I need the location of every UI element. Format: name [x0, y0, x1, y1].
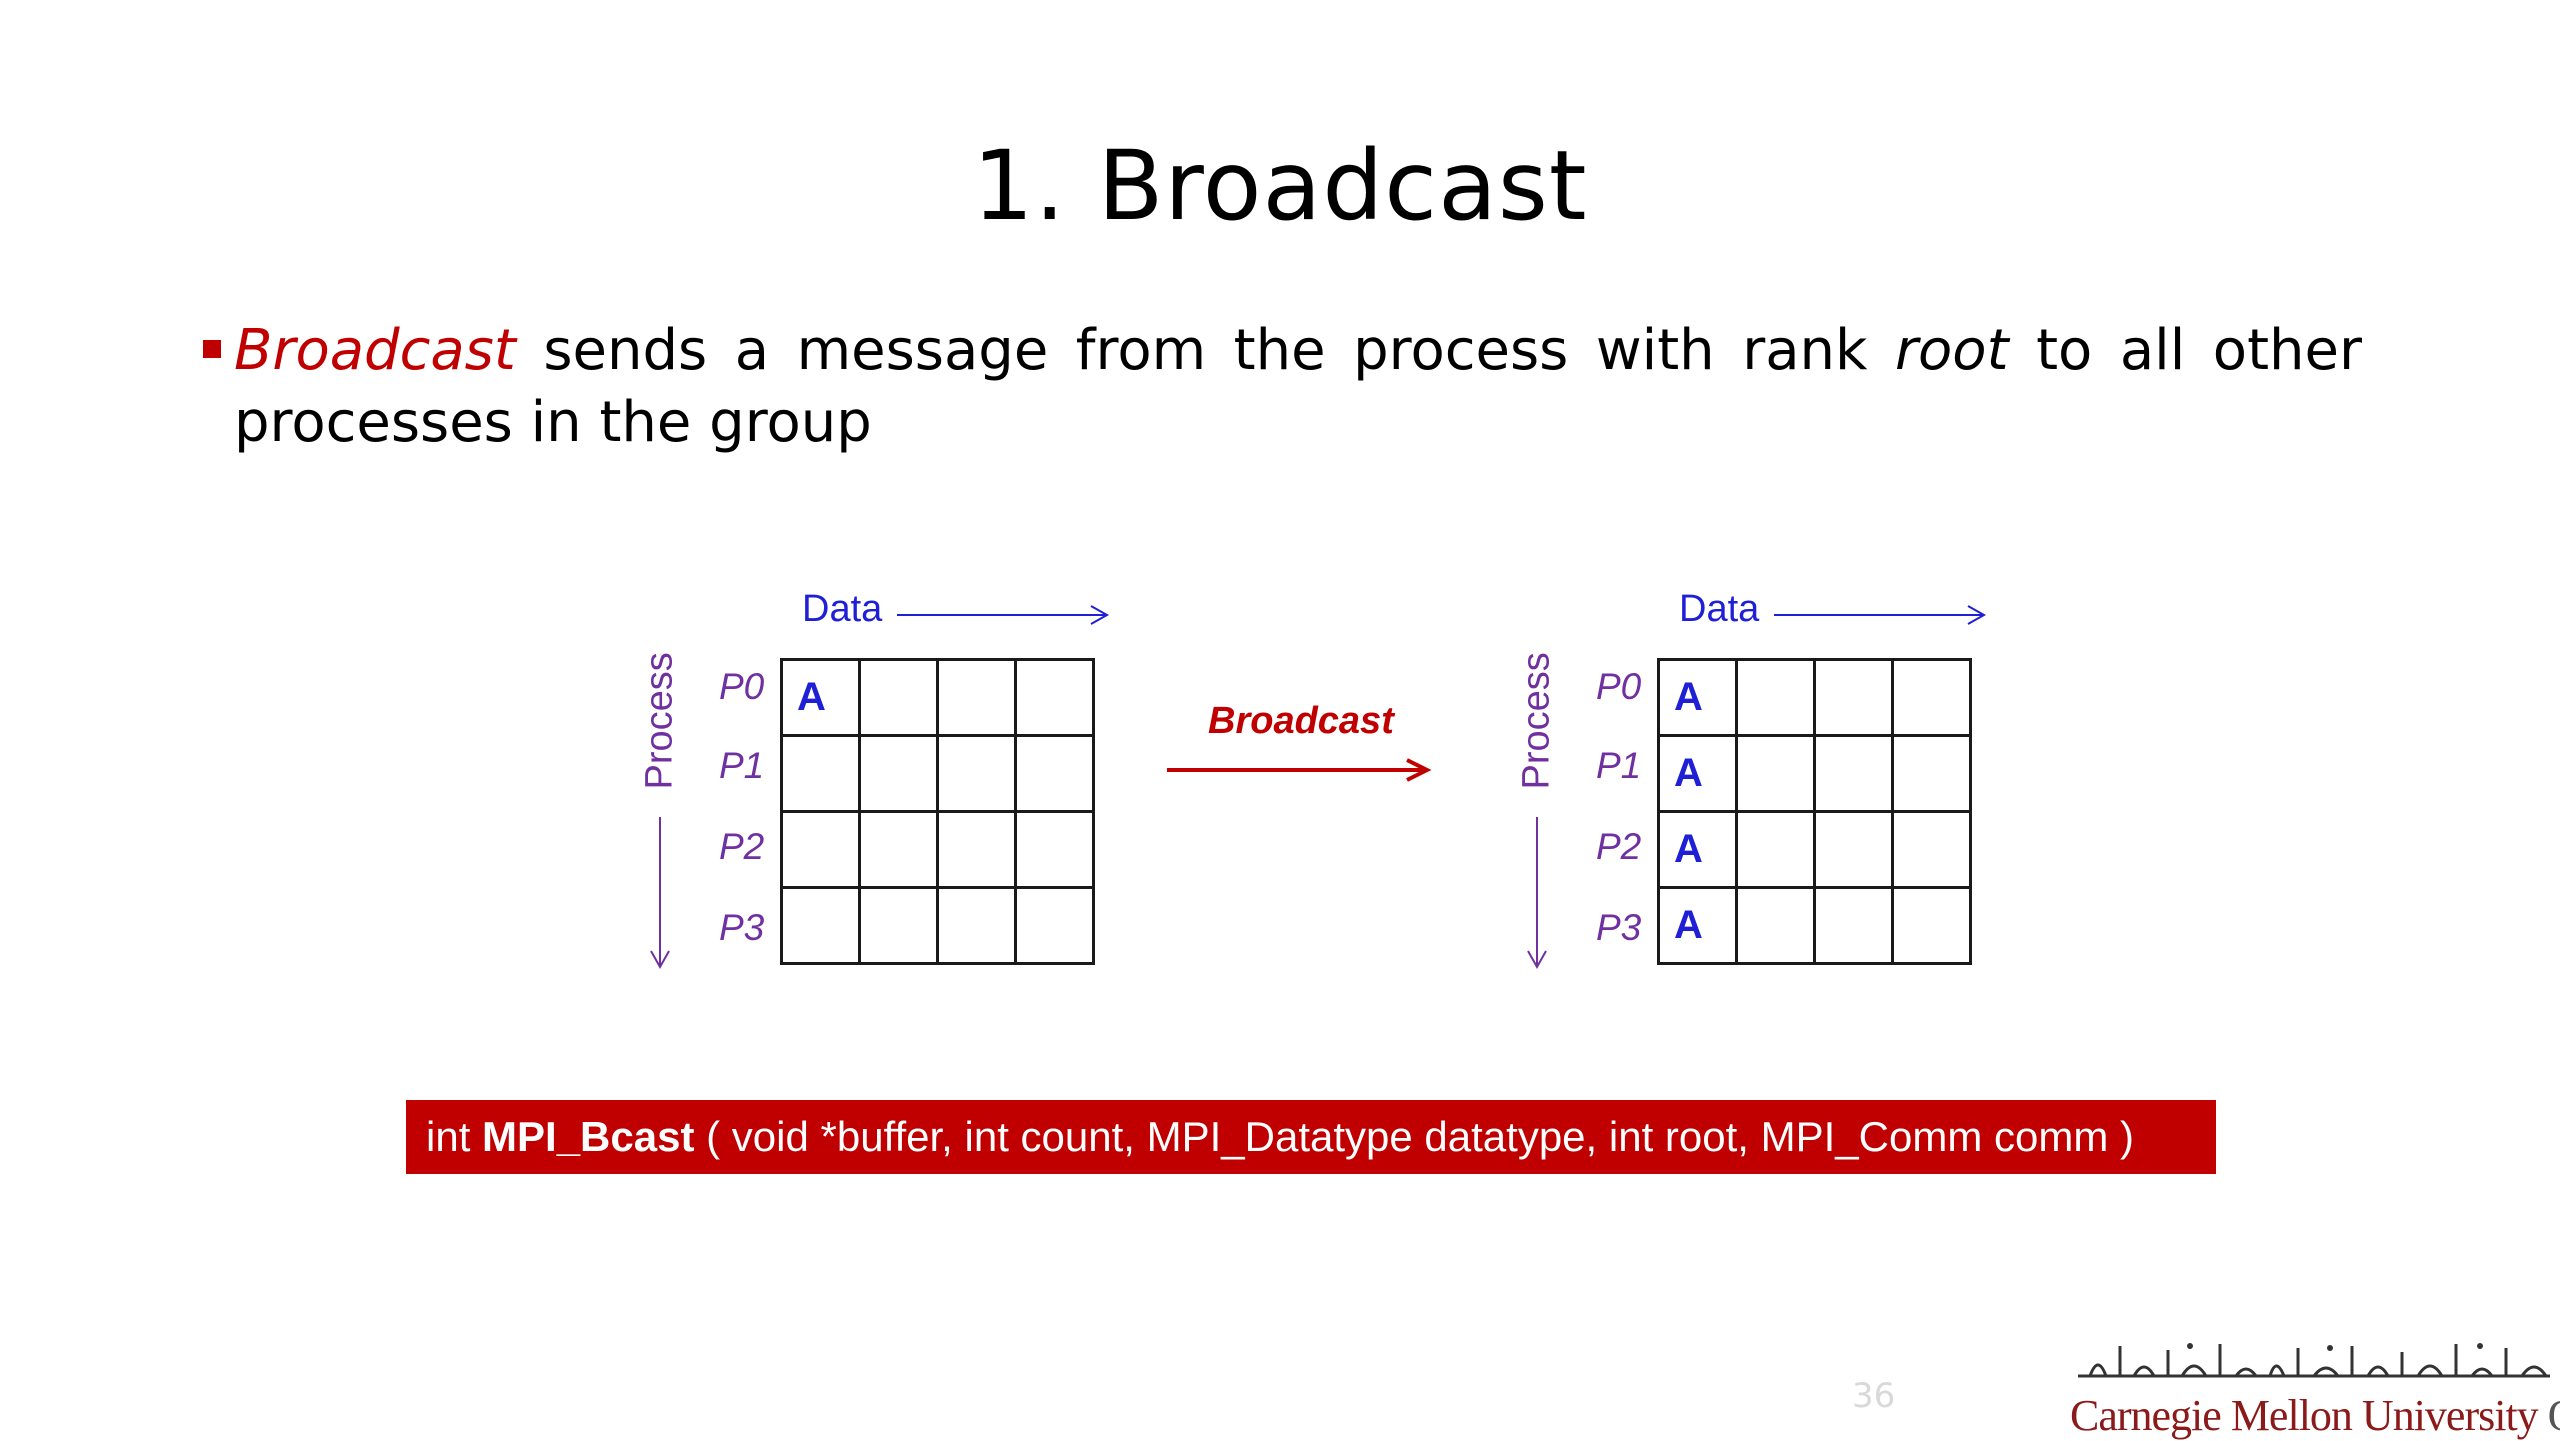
cell	[1735, 810, 1816, 889]
row-label-p3: P3	[1596, 907, 1642, 948]
cell	[858, 886, 939, 965]
cell	[858, 810, 939, 889]
process-axis-label: Process	[638, 652, 681, 790]
broadcast-arrow	[1167, 758, 1432, 782]
cell	[936, 734, 1017, 813]
bullet-text-line2: processes in the group	[234, 390, 872, 455]
cell	[780, 886, 861, 965]
cell	[780, 734, 861, 813]
cell	[936, 886, 1017, 965]
process-axis-arrow	[1527, 817, 1547, 970]
cell	[1891, 886, 1972, 965]
row-label-p2: P2	[719, 826, 765, 867]
cell	[1014, 886, 1095, 965]
cell	[1735, 886, 1816, 965]
bullet-marker	[203, 340, 221, 358]
cell	[1735, 658, 1816, 737]
logo-qatar: Qatar	[2548, 1391, 2560, 1440]
cell	[1813, 886, 1894, 965]
data-axis-label: Data	[1679, 588, 1760, 630]
cell	[1813, 658, 1894, 737]
cell: A	[1657, 734, 1738, 813]
cell	[858, 658, 939, 737]
diagram-before: Data Process P0 P1 P2 P3 A	[620, 570, 1180, 990]
bullet-part2: to all other	[2008, 318, 2362, 383]
cell	[1891, 658, 1972, 737]
row-label-p0: P0	[1596, 666, 1642, 707]
data-grid-before: A	[780, 658, 1095, 965]
arabic-logo-text-graphic	[2078, 1343, 2550, 1378]
data-grid-after: A A A A	[1657, 658, 1972, 965]
cell	[1813, 810, 1894, 889]
cell: A	[1657, 810, 1738, 889]
data-axis-arrow	[897, 605, 1110, 625]
cell	[780, 810, 861, 889]
row-label-p1: P1	[1596, 745, 1642, 786]
diagram-after: Data Process P0 P1 P2 P3 A A A A	[1497, 570, 2057, 990]
bullet-part1: sends a message from the process with ra…	[515, 318, 1896, 383]
broadcast-arrow-label: Broadcast	[1208, 700, 1394, 742]
row-label-p0: P0	[719, 666, 765, 707]
data-axis-label: Data	[802, 588, 883, 630]
signature-function-name: MPI_Bcast	[482, 1113, 695, 1160]
signature-params: ( void *buffer, int count, MPI_Datatype …	[706, 1113, 2134, 1160]
cell	[1014, 658, 1095, 737]
cell	[1014, 810, 1095, 889]
cell: A	[1657, 886, 1738, 965]
cmu-qatar-logo: Carnegie Mellon University Qatar	[2070, 1336, 2560, 1440]
bullet-text-line1: Broadcast sends a message from the proce…	[234, 318, 2362, 383]
cell	[936, 658, 1017, 737]
process-axis-label: Process	[1515, 652, 1558, 790]
row-label-p1: P1	[719, 745, 765, 786]
page-number: 36	[1852, 1376, 1896, 1416]
process-axis-arrow	[650, 817, 670, 970]
cell	[1891, 810, 1972, 889]
cell	[936, 810, 1017, 889]
cell	[858, 734, 939, 813]
logo-english-text: Carnegie Mellon University Qatar	[2070, 1390, 2560, 1441]
bullet-root-word: root	[1895, 318, 2009, 383]
slide-title: 1. Broadcast	[972, 130, 1588, 242]
signature-return-type: int	[426, 1113, 471, 1160]
cell	[1735, 734, 1816, 813]
function-signature-bar: int MPI_Bcast ( void *buffer, int count,…	[406, 1100, 2216, 1174]
cell	[1891, 734, 1972, 813]
cell	[1813, 734, 1894, 813]
data-axis-arrow	[1774, 605, 1987, 625]
row-label-p2: P2	[1596, 826, 1642, 867]
bullet-term: Broadcast	[234, 318, 516, 383]
cell	[1014, 734, 1095, 813]
row-label-p3: P3	[719, 907, 765, 948]
logo-university-name: Carnegie Mellon University	[2070, 1391, 2539, 1440]
cell: A	[780, 658, 861, 737]
cell: A	[1657, 658, 1738, 737]
